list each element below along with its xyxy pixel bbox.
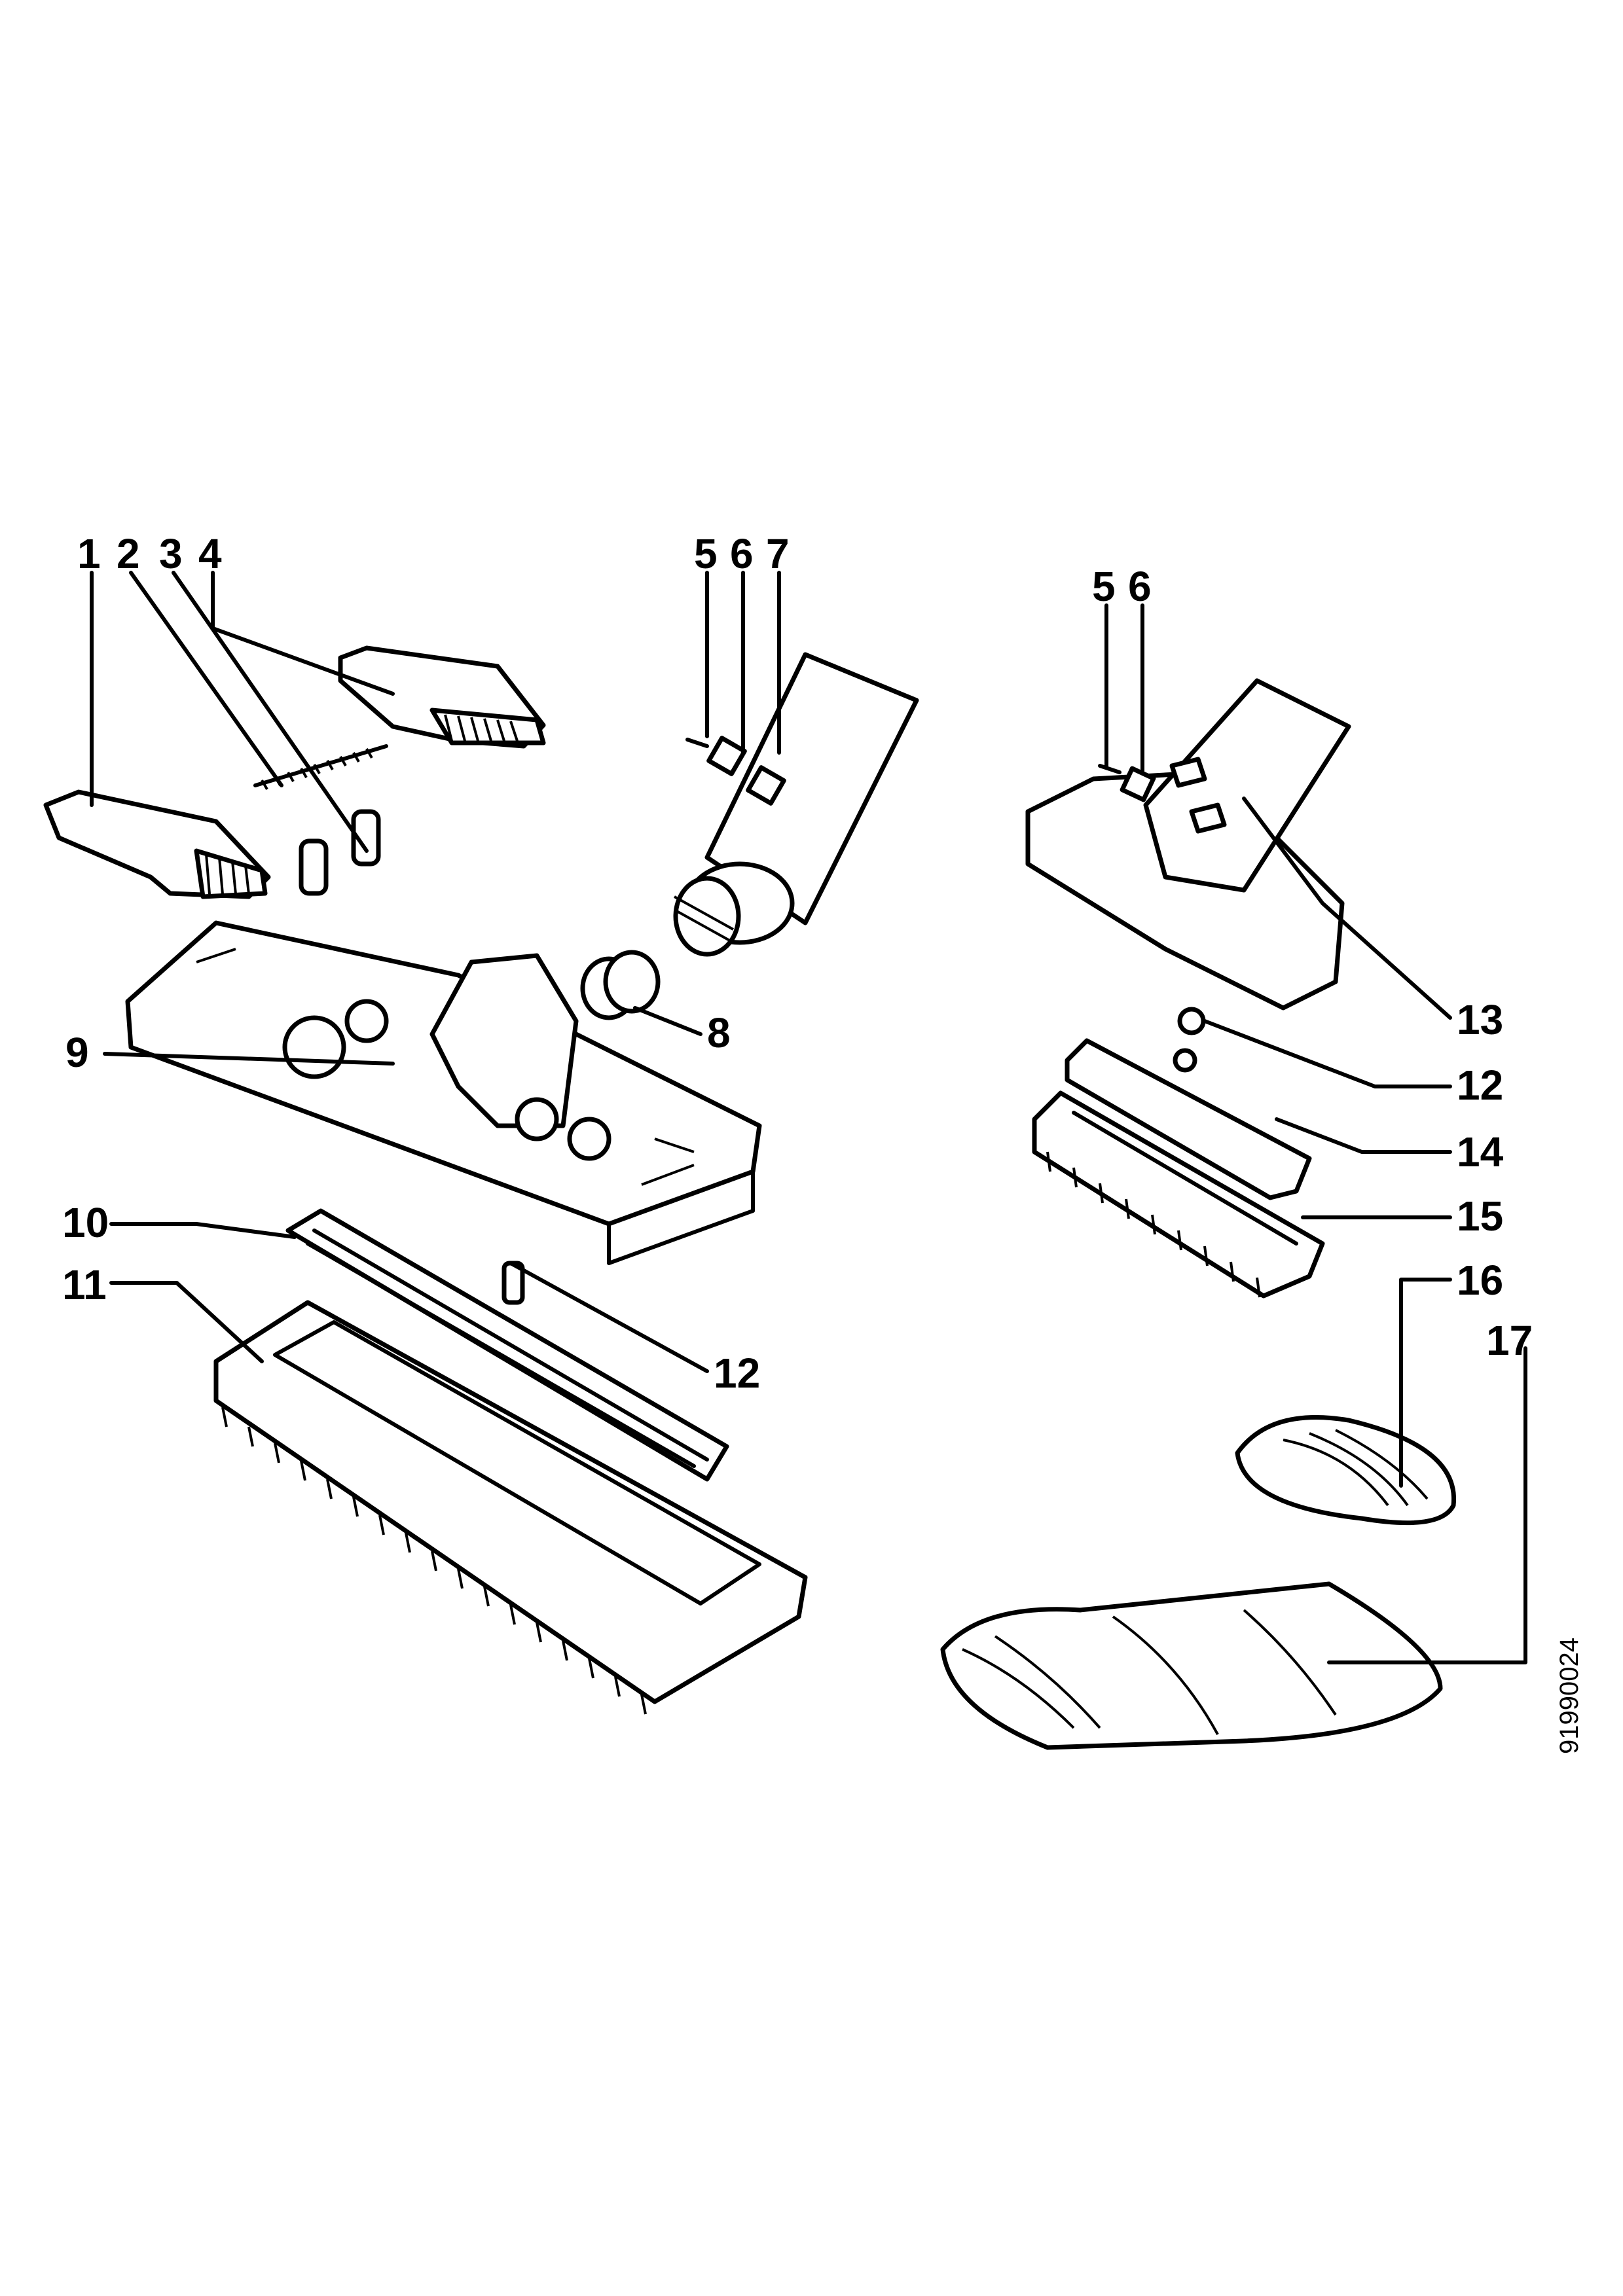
callout-1: 1 [77, 530, 101, 577]
part-9-nozzle-housing [125, 920, 762, 1265]
part-13-upholstery-nozzle [1025, 678, 1351, 1011]
callout-11: 11 [62, 1261, 107, 1308]
callout-10: 10 [62, 1199, 109, 1246]
part-11-brush-sole [213, 1261, 808, 1715]
part-5-6-clip-right [1098, 764, 1156, 802]
callout-7: 7 [766, 530, 790, 577]
part-4-pedal-cover [338, 645, 546, 749]
callout-6: 6 [1128, 563, 1152, 610]
callout-15: 15 [1457, 1193, 1503, 1240]
part-17-cloth [940, 1581, 1443, 1750]
part-14-insert-bar [1065, 1007, 1312, 1200]
callout-5: 5 [1092, 563, 1116, 610]
part-15-brush-head [1032, 1090, 1325, 1299]
part-8-rings [580, 950, 661, 1020]
callout-4: 4 [198, 530, 222, 577]
callout-17: 17 [1486, 1317, 1533, 1364]
part-1-pedal-cover [43, 789, 271, 899]
callout-5: 5 [694, 530, 718, 577]
part-10-strip [285, 1208, 729, 1482]
callout-labels: 1 2 3 4 5 6 7 8 9 10 11 12 5 6 13 12 14 … [62, 530, 1533, 1397]
callout-16: 16 [1457, 1257, 1503, 1304]
callout-13: 13 [1457, 996, 1503, 1043]
callout-3: 3 [159, 530, 183, 577]
callout-12: 12 [714, 1350, 760, 1397]
callout-6: 6 [730, 530, 754, 577]
callout-2: 2 [117, 530, 140, 577]
drawing-code: 91990024 [1555, 1638, 1584, 1754]
callout-8: 8 [707, 1009, 731, 1056]
part-5-6-clip-left [685, 736, 786, 806]
callout-9: 9 [65, 1029, 89, 1076]
part-7-swivel-tube [673, 652, 919, 957]
callout-14: 14 [1457, 1128, 1504, 1175]
part-3-pins [299, 809, 381, 896]
part-16-pad [1235, 1415, 1457, 1526]
leader-lines [90, 571, 1527, 1664]
callout-12: 12 [1457, 1062, 1503, 1109]
